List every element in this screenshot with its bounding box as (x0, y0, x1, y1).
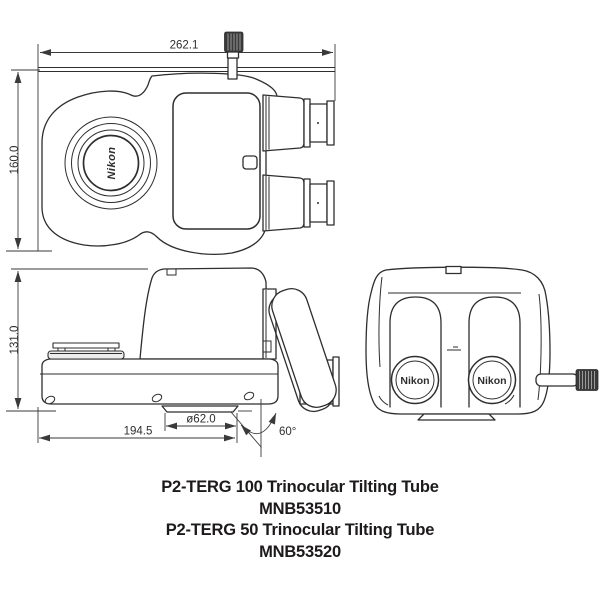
top-depth-label: 160.0 (9, 146, 21, 175)
right-eyepiece-nikon-logo: Nikon (477, 375, 506, 387)
foot (44, 395, 56, 405)
left-eyepiece-nikon-logo: Nikon (400, 375, 429, 387)
body-crease (378, 394, 515, 406)
front-view: Nikon Nikon (365, 265, 599, 421)
tilt-angle-label: 60° (279, 426, 296, 438)
knob-shaft (535, 373, 579, 387)
screw-tab (227, 57, 238, 80)
side-view: 131.0 ø62.0 194.5 60° (6, 267, 340, 457)
base-length-label: 194.5 (124, 426, 153, 438)
port-ring-mid (71, 123, 151, 203)
prism-housing (172, 92, 261, 230)
tilted-eyepiece-panel (268, 288, 337, 413)
caption-product-2: P2-TERG 50 Trinocular Tilting Tube (165, 521, 435, 539)
top-view-body: Nikon (41, 72, 335, 255)
top-view: 262.1 160.0 Nikon (6, 31, 336, 255)
top-width-label: 262.1 (170, 40, 199, 52)
top-slot (445, 265, 462, 275)
caption-model-1: MNB53510 (259, 499, 341, 518)
left-contour (378, 276, 383, 368)
eyepiece-tube-top-left (262, 94, 335, 152)
tilt-angle-arc (240, 412, 277, 436)
mount-flange (161, 405, 239, 413)
caption-product-1: P2-TERG 100 Trinocular Tilting Tube (161, 478, 439, 496)
caption: P2-TERG 100 Trinocular Tilting Tube MNB5… (0, 477, 600, 563)
side-view-dimensions: 131.0 ø62.0 194.5 60° (6, 268, 296, 457)
right-contour (537, 293, 542, 401)
rear-hump (139, 267, 268, 360)
port-ring-outer (64, 116, 158, 210)
port-lens (82, 134, 140, 192)
ipd-hinge-mark (447, 346, 461, 351)
mount-rail (38, 67, 335, 72)
foot (243, 391, 255, 401)
eyepiece-arch-left (389, 296, 442, 408)
foot (151, 393, 163, 403)
front-base (417, 413, 496, 421)
clamp-screw-icon (224, 31, 244, 80)
housing-button (242, 155, 258, 170)
hump-notch (166, 269, 177, 276)
knob-knurl (575, 369, 599, 391)
tilt-knob-icon (535, 369, 599, 391)
eyepiece-tube-top-right (262, 174, 335, 232)
port-platform-side (47, 342, 125, 360)
eyepiece-arch-right (468, 296, 521, 408)
port-nikon-logo: Nikon (106, 146, 118, 179)
eyepiece-lens-right: Nikon (467, 355, 517, 405)
port-ring-inner (77, 129, 145, 197)
eyepiece-lens-left: Nikon (390, 355, 440, 405)
front-body-outline (365, 266, 551, 415)
top-view-dimensions: 262.1 160.0 (6, 40, 336, 252)
caption-model-2: MNB53520 (259, 542, 341, 561)
hinge-detail (262, 340, 272, 353)
screw-neck (226, 51, 240, 59)
mount-diameter-label: ø62.0 (186, 414, 215, 426)
side-height-label: 131.0 (9, 326, 21, 355)
